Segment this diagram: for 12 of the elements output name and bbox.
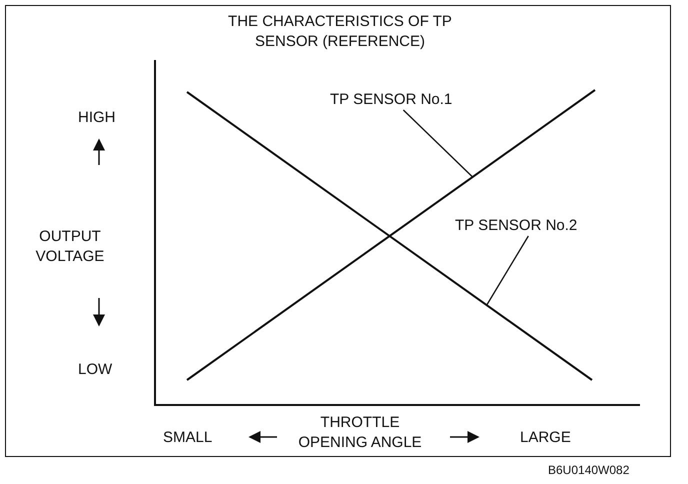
axis-label: HIGH [78,108,116,128]
axis-label: LOW [78,360,112,380]
series-label: TP SENSOR No.2 [455,216,578,236]
leader-line [402,110,474,178]
chart-title: THE CHARACTERISTICS OF TP SENSOR (REFERENCE) [227,12,453,52]
axis-label: OUTPUT VOLTAGE [34,227,106,267]
series-label: TP SENSOR No.1 [330,90,452,110]
axis-label: SMALL [163,428,212,448]
axis-label: LARGE [520,428,571,448]
leader-line [486,236,529,306]
axis-label: THROTTLE OPENING ANGLE [297,413,423,453]
figure-code: B6U0140W082 [548,462,630,479]
